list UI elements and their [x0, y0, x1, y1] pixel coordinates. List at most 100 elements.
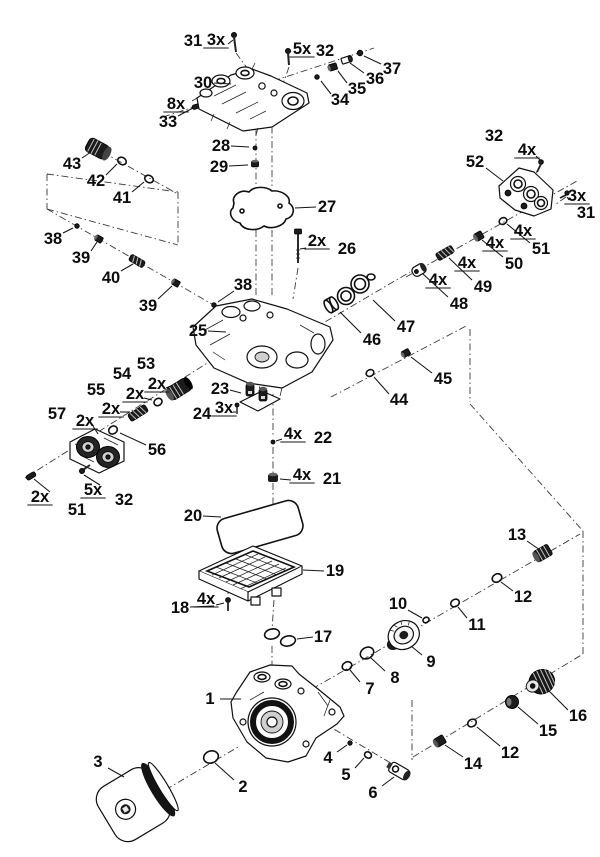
oring-51-right — [498, 216, 508, 226]
callout-20-62: 20 — [184, 507, 202, 525]
callout-18-64: 18 — [171, 599, 189, 617]
callout-2x-46: 2x — [148, 375, 167, 393]
callout-4x-58: 4x — [284, 425, 303, 443]
callout-7-73: 7 — [365, 680, 374, 698]
leader-line-46-38 — [339, 311, 362, 334]
screw-24 — [234, 402, 240, 414]
callout-9-70: 9 — [426, 653, 435, 671]
callout-1-72: 1 — [205, 690, 214, 708]
leader-line-4-77 — [336, 744, 348, 753]
callout-28-19: 28 — [212, 137, 230, 155]
leader-line-2x-52 — [92, 425, 99, 435]
oring-42 — [116, 156, 128, 166]
callout-4x-35: 4x — [429, 271, 448, 289]
callout-51-55: 51 — [68, 501, 86, 519]
leader-line-42-12 — [105, 163, 118, 176]
nut-39-right — [171, 278, 181, 288]
screw-32-left — [79, 464, 91, 474]
leader-line-48-36 — [422, 273, 449, 298]
ball-38-left — [74, 223, 80, 229]
nut-35 — [327, 62, 338, 72]
leader-line-3-75 — [107, 767, 125, 778]
leader-line-38-14 — [62, 227, 74, 234]
tray-19 — [198, 545, 303, 606]
lid-20 — [216, 499, 304, 555]
leader-line-2x-22 — [299, 247, 307, 250]
callout-30-8: 30 — [194, 74, 212, 92]
ball-22 — [270, 439, 276, 445]
callout-42-12: 42 — [87, 172, 105, 190]
leader-line-2x-48 — [143, 397, 153, 401]
callout-14-80: 14 — [464, 755, 483, 773]
callout-4-77: 4 — [323, 749, 333, 767]
callout-8x-9: 8x — [167, 95, 186, 113]
callout-17-71: 17 — [314, 628, 332, 646]
bolt-32-top — [284, 48, 291, 66]
callout-41-13: 41 — [113, 189, 131, 207]
callout-24-44: 24 — [193, 405, 212, 423]
callout-15-82: 15 — [539, 722, 557, 740]
leader-line-5x-56 — [83, 474, 101, 486]
callout-4x-60: 4x — [293, 466, 312, 484]
ball-34 — [314, 74, 320, 80]
leader-line-2x-54 — [33, 478, 51, 493]
orings-17 — [263, 628, 297, 647]
leader-line-51-30 — [506, 223, 531, 244]
gasket-27 — [229, 186, 295, 231]
bolt-31-top — [230, 32, 237, 53]
callout-40-16: 40 — [102, 269, 120, 287]
callout-19-63: 19 — [326, 562, 344, 580]
callout-11-68: 11 — [468, 616, 485, 634]
callout-21-61: 21 — [323, 470, 341, 488]
callout-33-10: 33 — [159, 113, 177, 131]
screw-18 — [225, 597, 231, 611]
leader-line-29-20 — [228, 164, 249, 167]
bolt-32-right — [536, 159, 544, 173]
callout-25-41: 25 — [189, 322, 207, 340]
callout-16-83: 16 — [569, 707, 587, 725]
solenoid-23 — [239, 381, 281, 412]
ball-28 — [252, 145, 258, 151]
spring-49 — [435, 245, 455, 261]
callout-39-17: 39 — [139, 297, 157, 315]
callout-4x-31: 4x — [486, 234, 505, 252]
callout-39-15: 39 — [72, 249, 90, 267]
oring-8 — [359, 646, 375, 660]
callout-48-36: 48 — [450, 295, 468, 313]
oring-12-lower — [466, 718, 478, 728]
callout-32-57: 32 — [115, 491, 133, 509]
callout-47-37: 47 — [397, 318, 415, 336]
callout-52-26: 52 — [466, 153, 484, 171]
callout-4x-65: 4x — [197, 590, 216, 608]
callout-32-24: 32 — [485, 127, 503, 145]
callout-2x-48: 2x — [126, 385, 145, 403]
leader-line-45-39 — [410, 356, 433, 374]
leader-line-52-26 — [485, 167, 504, 182]
manifold-52 — [498, 167, 554, 217]
callout-2x-22: 2x — [308, 232, 327, 250]
leader-line-38-18 — [217, 290, 235, 303]
leader-line-56-53 — [119, 432, 147, 446]
valve-6 — [386, 761, 411, 781]
callout-3x-43: 3x — [215, 399, 234, 417]
callout-23-42: 23 — [211, 380, 229, 398]
callout-45-39: 45 — [434, 370, 452, 388]
callout-12-81: 12 — [501, 744, 519, 762]
callout-46-38: 46 — [363, 331, 381, 349]
leader-line-6-79 — [381, 776, 395, 787]
leader-line-23-42 — [229, 389, 242, 394]
callout-38-14: 38 — [44, 230, 62, 248]
oring-54 — [153, 397, 163, 407]
leader-line-30-8 — [213, 82, 232, 85]
callout-10-69: 10 — [389, 595, 407, 613]
filter-3 — [95, 761, 179, 843]
leader-line-50-32 — [481, 239, 504, 258]
callout-35-6: 35 — [348, 80, 366, 98]
leader-line-20-62 — [202, 515, 222, 518]
oring-56 — [107, 425, 119, 435]
leader-line-27-21 — [294, 206, 317, 209]
leader-line-4x-60 — [279, 478, 292, 481]
callout-38-18: 38 — [234, 276, 252, 294]
callout-5x-2: 5x — [293, 40, 312, 58]
callout-37-4: 37 — [383, 60, 401, 78]
